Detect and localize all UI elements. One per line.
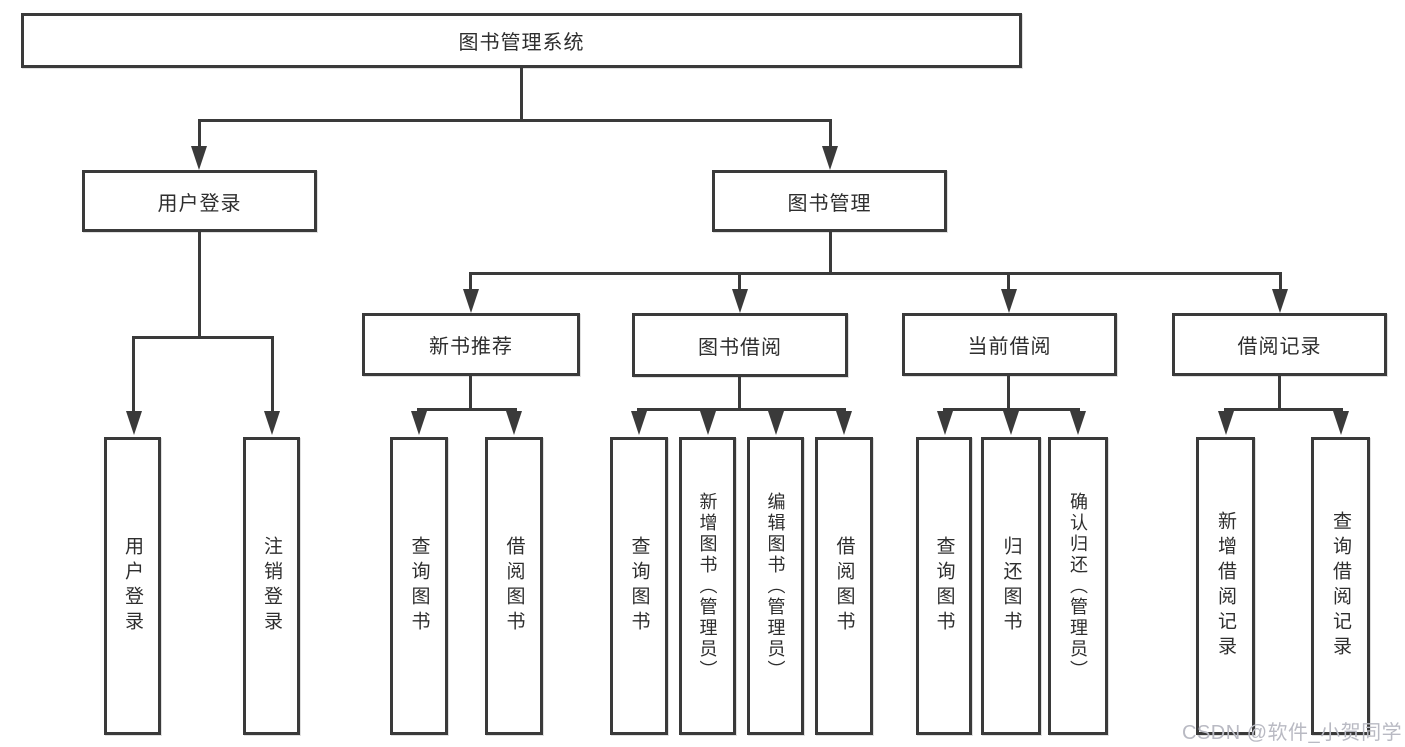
leaf-query-borrow-record: 查询借阅记录 (1311, 437, 1370, 735)
node-book-management-label: 图书管理 (787, 192, 872, 215)
leaf-query-books-recommend: 查询图书 (390, 437, 448, 735)
arrow-down-icon (1333, 411, 1349, 435)
arrow-down-icon (732, 289, 748, 313)
leaf-logout: 注销登录 (243, 437, 300, 735)
leaf-add-books-admin: 新增图书（管理员） (679, 437, 736, 735)
leaf-confirm-return-admin: 确认归还（管理员） (1048, 437, 1108, 735)
leaf-return-books-label: 归还图书 (1000, 536, 1022, 636)
connector-bookmgmt-branch-3 (1007, 272, 1010, 290)
connector-newbook-stem (469, 376, 472, 408)
leaf-return-books: 归还图书 (981, 437, 1041, 735)
node-book-borrowing: 图书借阅 (632, 313, 848, 377)
connector-bookmgmt-split (469, 272, 1282, 275)
connector-bookmgmt-stem (829, 232, 832, 272)
leaf-add-borrow-record-label: 新增借阅记录 (1215, 511, 1236, 661)
arrow-down-icon (411, 411, 427, 435)
arrow-down-icon (264, 411, 280, 435)
arrow-down-icon (768, 411, 784, 435)
node-user-login-label: 用户登录 (157, 192, 242, 215)
arrow-down-icon (1001, 289, 1017, 313)
node-current-borrowing: 当前借阅 (902, 313, 1117, 376)
node-user-login: 用户登录 (82, 170, 317, 232)
leaf-user-login-label: 用户登录 (122, 536, 143, 636)
node-book-management: 图书管理 (712, 170, 947, 232)
leaf-user-login: 用户登录 (104, 437, 161, 735)
leaf-confirm-return-admin-label: 确认归还（管理员） (1068, 491, 1088, 681)
arrow-down-icon (822, 146, 838, 170)
leaf-query-books-current: 查询图书 (916, 437, 972, 735)
arrow-down-icon (631, 411, 647, 435)
connector-bookborrow-split (637, 408, 846, 411)
node-book-borrowing-label: 图书借阅 (698, 336, 782, 359)
leaf-query-books-borrowing-label: 查询图书 (628, 536, 650, 636)
arrow-down-icon (126, 411, 142, 435)
connector-root-split (198, 119, 832, 122)
leaf-borrow-books: 借阅图书 (815, 437, 873, 735)
connector-userlogin-branch-left (132, 336, 135, 412)
node-root-system: 图书管理系统 (21, 13, 1022, 68)
arrow-down-icon (1272, 289, 1288, 313)
connector-bookmgmt-branch-4 (1279, 272, 1282, 290)
connector-currentborrow-split (943, 408, 1080, 411)
connector-userlogin-split (132, 336, 274, 339)
arrow-down-icon (700, 411, 716, 435)
arrow-down-icon (506, 411, 522, 435)
leaf-query-books-borrowing: 查询图书 (610, 437, 668, 735)
leaf-edit-books-admin-label: 编辑图书（管理员） (765, 491, 786, 681)
arrow-down-icon (937, 411, 953, 435)
leaf-borrow-books-label: 借阅图书 (833, 536, 855, 636)
connector-bookmgmt-branch-1 (469, 272, 472, 290)
connector-newbook-split (417, 408, 517, 411)
leaf-query-books-current-label: 查询图书 (933, 536, 955, 636)
leaf-query-borrow-record-label: 查询借阅记录 (1330, 511, 1351, 661)
connector-userlogin-branch-right (271, 336, 274, 412)
leaf-logout-label: 注销登录 (261, 536, 282, 636)
node-new-book-recommend-label: 新书推荐 (429, 336, 513, 358)
connector-bookmgmt-branch-2 (738, 272, 741, 290)
arrow-down-icon (1070, 411, 1086, 435)
arrow-down-icon (463, 289, 479, 313)
connector-records-stem (1278, 376, 1281, 408)
leaf-edit-books-admin: 编辑图书（管理员） (747, 437, 804, 735)
connector-root-branch-left (198, 119, 201, 148)
connector-records-split (1224, 408, 1343, 411)
csdn-watermark: CSDN @软件_小贺同学 (1182, 722, 1403, 744)
leaf-borrow-books-recommend-label: 借阅图书 (503, 536, 525, 636)
connector-root-branch-right (829, 119, 832, 148)
node-root-label: 图书管理系统 (458, 32, 585, 54)
arrow-down-icon (836, 411, 852, 435)
connector-userlogin-stem (198, 232, 201, 336)
leaf-borrow-books-recommend: 借阅图书 (485, 437, 543, 735)
arrow-down-icon (1003, 411, 1019, 435)
arrow-down-icon (191, 146, 207, 170)
leaf-query-books-recommend-label: 查询图书 (408, 536, 430, 636)
arrow-down-icon (1218, 411, 1234, 435)
leaf-add-books-admin-label: 新增图书（管理员） (697, 491, 718, 681)
node-borrowing-records-label: 借阅记录 (1237, 336, 1322, 358)
connector-bookborrow-stem (738, 377, 741, 408)
leaf-add-borrow-record: 新增借阅记录 (1196, 437, 1255, 735)
node-new-book-recommend: 新书推荐 (362, 313, 580, 376)
connector-root-stem (520, 68, 523, 119)
connector-currentborrow-stem (1007, 376, 1010, 408)
node-borrowing-records: 借阅记录 (1172, 313, 1387, 376)
node-current-borrowing-label: 当前借阅 (967, 336, 1052, 358)
